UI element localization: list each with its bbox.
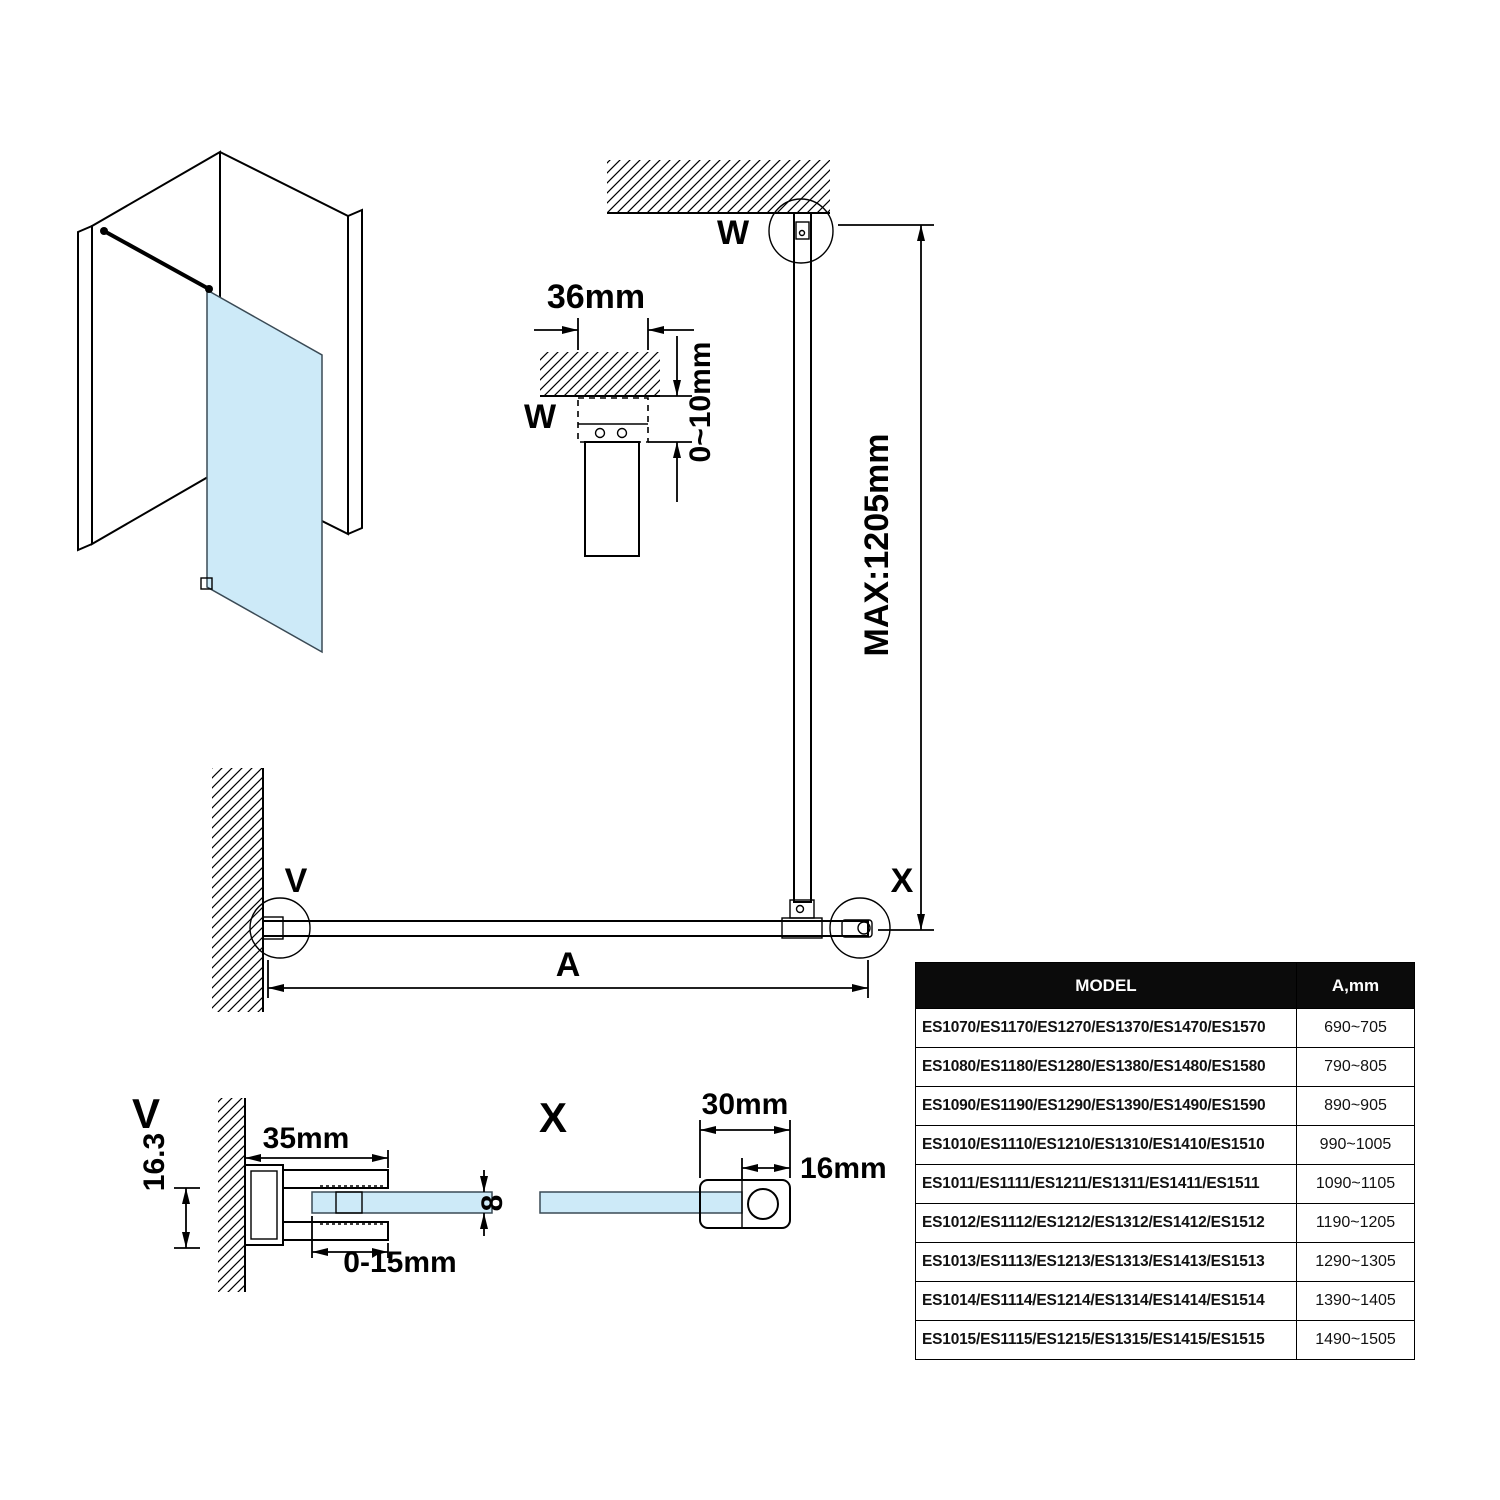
profile-body xyxy=(244,1164,284,1246)
profile-top-arm xyxy=(282,1169,389,1189)
range-cell: 990~1005 xyxy=(1296,1125,1415,1165)
glass-section xyxy=(539,1191,743,1214)
wall-assembly-top-view: V X A xyxy=(212,768,914,1012)
dim-0-10mm: 0~10mm xyxy=(684,342,717,463)
model-cell: ES1070/ES1170/ES1270/ES1370/ES1470/ES157… xyxy=(915,1008,1297,1048)
right-wall-thickness xyxy=(347,208,363,535)
table-row: ES1090/ES1190/ES1290/ES1390/ES1490/ES159… xyxy=(915,1086,1415,1126)
label-x-assembly: X xyxy=(891,862,914,900)
model-table: MODEL A,mm ES1070/ES1170/ES1270/ES1370/E… xyxy=(915,962,1415,1360)
range-cell: 1090~1105 xyxy=(1296,1164,1415,1204)
gasket-hatch xyxy=(335,1191,363,1214)
bottom-clamp xyxy=(200,577,213,590)
dim-35mm: 35mm xyxy=(263,1122,350,1155)
bar-holder xyxy=(699,1179,791,1229)
model-cell: ES1012/ES1112/ES1212/ES1312/ES1412/ES151… xyxy=(915,1203,1297,1243)
model-cell: ES1080/ES1180/ES1280/ES1380/ES1480/ES158… xyxy=(915,1047,1297,1087)
label-w-detail: W xyxy=(524,398,557,436)
label-x-detail: X xyxy=(539,1094,567,1141)
bracket-detail-w: 36mm W 0~10mm xyxy=(524,278,717,557)
table-row: ES1014/ES1114/ES1214/ES1314/ES1414/ES151… xyxy=(915,1281,1415,1321)
dim-0-15mm: 0-15mm xyxy=(343,1246,456,1279)
table-row: ES1013/ES1113/ES1213/ES1313/ES1413/ES151… xyxy=(915,1242,1415,1282)
dim-16-3: 16.3 xyxy=(138,1133,171,1191)
table-row: ES1015/ES1115/ES1215/ES1315/ES1415/ES151… xyxy=(915,1320,1415,1360)
table-header-row: MODEL A,mm xyxy=(915,962,1415,1009)
left-wall-thickness xyxy=(77,225,93,552)
range-cell: 790~805 xyxy=(1296,1047,1415,1087)
support-bar xyxy=(103,229,210,291)
holder-detail-x: X 30mm 16mm xyxy=(539,1088,887,1229)
range-cell: 1490~1505 xyxy=(1296,1320,1415,1360)
support-bar-glass-fitting xyxy=(205,285,213,293)
table-row: ES1012/ES1112/ES1212/ES1312/ES1412/ES151… xyxy=(915,1203,1415,1243)
profile-bottom-arm xyxy=(282,1221,389,1241)
glass-section xyxy=(311,1191,493,1214)
screw xyxy=(616,427,628,439)
table-row: ES1080/ES1180/ES1280/ES1380/ES1480/ES158… xyxy=(915,1047,1415,1087)
table-header-a: A,mm xyxy=(1296,962,1415,1009)
model-cell: ES1015/ES1115/ES1215/ES1315/ES1415/ES151… xyxy=(915,1320,1297,1360)
model-cell: ES1010/ES1110/ES1210/ES1310/ES1410/ES151… xyxy=(915,1125,1297,1165)
wall-profile-detail-v: V 16.3 35mm 8 0-15mm xyxy=(132,1090,509,1292)
detail-circle-w xyxy=(768,198,834,264)
model-cell: ES1011/ES1111/ES1211/ES1311/ES1411/ES151… xyxy=(915,1164,1297,1204)
range-cell: 1390~1405 xyxy=(1296,1281,1415,1321)
label-v-assembly: V xyxy=(285,862,308,900)
wall-profile-end xyxy=(262,916,284,940)
model-cell: ES1014/ES1114/ES1214/ES1314/ES1414/ES151… xyxy=(915,1281,1297,1321)
detail-circle-x xyxy=(829,897,891,959)
screw xyxy=(795,904,805,914)
dim-16mm: 16mm xyxy=(800,1152,887,1185)
table-row: ES1011/ES1111/ES1211/ES1311/ES1411/ES151… xyxy=(915,1164,1415,1204)
model-cell: ES1090/ES1190/ES1290/ES1390/ES1490/ES159… xyxy=(915,1086,1297,1126)
bar-top-bracket xyxy=(795,221,810,240)
screw xyxy=(798,229,806,237)
range-cell: 1290~1305 xyxy=(1296,1242,1415,1282)
table-header-model: MODEL xyxy=(915,962,1297,1009)
range-cell: 690~705 xyxy=(1296,1008,1415,1048)
holder-bar-section xyxy=(857,921,871,935)
bar-section xyxy=(584,441,640,557)
ceiling-hatch xyxy=(540,352,660,396)
screw xyxy=(594,427,606,439)
label-v-detail: V xyxy=(132,1090,160,1137)
glass-end-holder xyxy=(841,919,873,938)
range-cell: 1190~1205 xyxy=(1296,1203,1415,1243)
profile-inner xyxy=(250,1170,278,1240)
wall-hatch xyxy=(212,768,263,1012)
dim-max-1205mm: MAX:1205mm xyxy=(858,434,896,657)
bar-glass-clamp xyxy=(781,917,823,939)
support-bar-wall-fitting xyxy=(100,227,108,235)
dim-a: A xyxy=(556,946,581,984)
glass-panel xyxy=(206,288,323,654)
ceiling-hatch xyxy=(607,160,830,213)
range-cell: 890~905 xyxy=(1296,1086,1415,1126)
ceiling-assembly: W MAX:1205mm xyxy=(607,160,934,931)
dim-30mm: 30mm xyxy=(702,1088,789,1121)
table-row: ES1010/ES1110/ES1210/ES1310/ES1410/ES151… xyxy=(915,1125,1415,1165)
wall-hatch xyxy=(218,1098,245,1292)
table-row: ES1070/ES1170/ES1270/ES1370/ES1470/ES157… xyxy=(915,1008,1415,1048)
label-w-assembly: W xyxy=(717,214,750,252)
dim-8: 8 xyxy=(476,1195,509,1212)
glass-top-view xyxy=(262,920,869,937)
dim-36mm: 36mm xyxy=(547,278,645,316)
isometric-view xyxy=(77,150,363,654)
ceiling-bracket xyxy=(577,397,649,443)
model-cell: ES1013/ES1113/ES1213/ES1313/ES1413/ES151… xyxy=(915,1242,1297,1282)
bar-cross-section xyxy=(747,1188,779,1220)
support-bar-vertical xyxy=(793,212,812,903)
left-wall xyxy=(91,150,221,546)
detail-circle-v xyxy=(249,897,311,959)
